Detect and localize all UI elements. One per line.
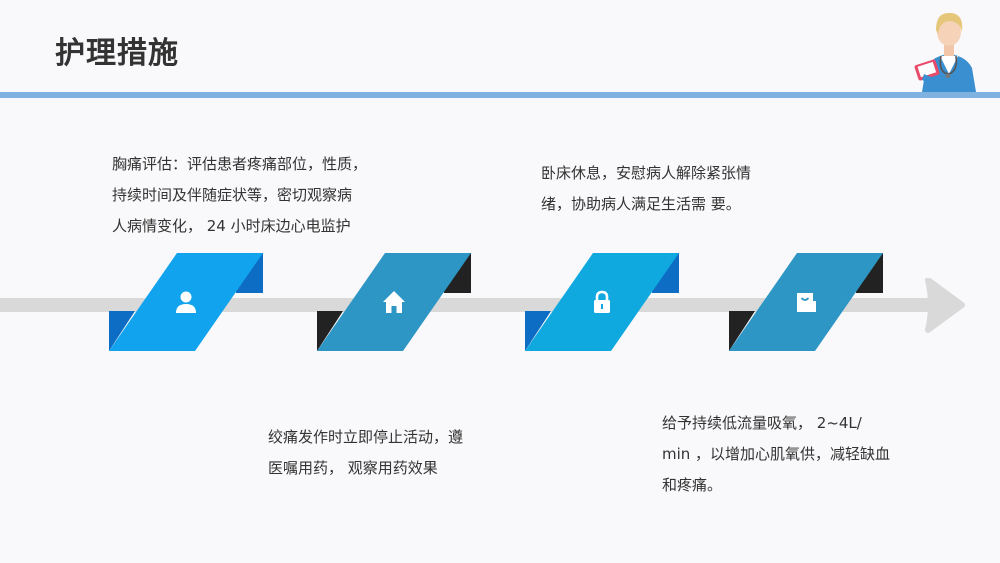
lock-icon [594, 290, 610, 313]
home-icon [383, 291, 405, 313]
header-divider [0, 92, 1000, 98]
shopping-bag-icon [797, 293, 816, 312]
page-title: 护理措施 [55, 36, 179, 71]
note-angina-response: 绞痛发作时立即停止活动，遵 医嘱用药， 观察用药效果 [268, 428, 464, 477]
note-chest-pain-assessment: 胸痛评估：评估患者疼痛部位，性质， 持续时间及伴随症状等，密切观察病 人病情变化… [112, 155, 368, 235]
step-2-marker [317, 253, 471, 351]
timeline-arrow [0, 278, 965, 333]
nurse-illustration [914, 12, 976, 92]
user-icon [176, 291, 196, 313]
note-oxygen-therapy: 给予持续低流量吸氧， 2~4L/ min ，以增加心肌氧供，减轻缺血 和疼痛。 [662, 414, 891, 494]
note-bed-rest: 卧床休息，安慰病人解除紧张情 绪，协助病人满足生活需 要。 [541, 164, 752, 213]
step-4-marker [729, 253, 883, 351]
step-1-marker [109, 253, 263, 351]
step-3-marker [525, 253, 679, 351]
